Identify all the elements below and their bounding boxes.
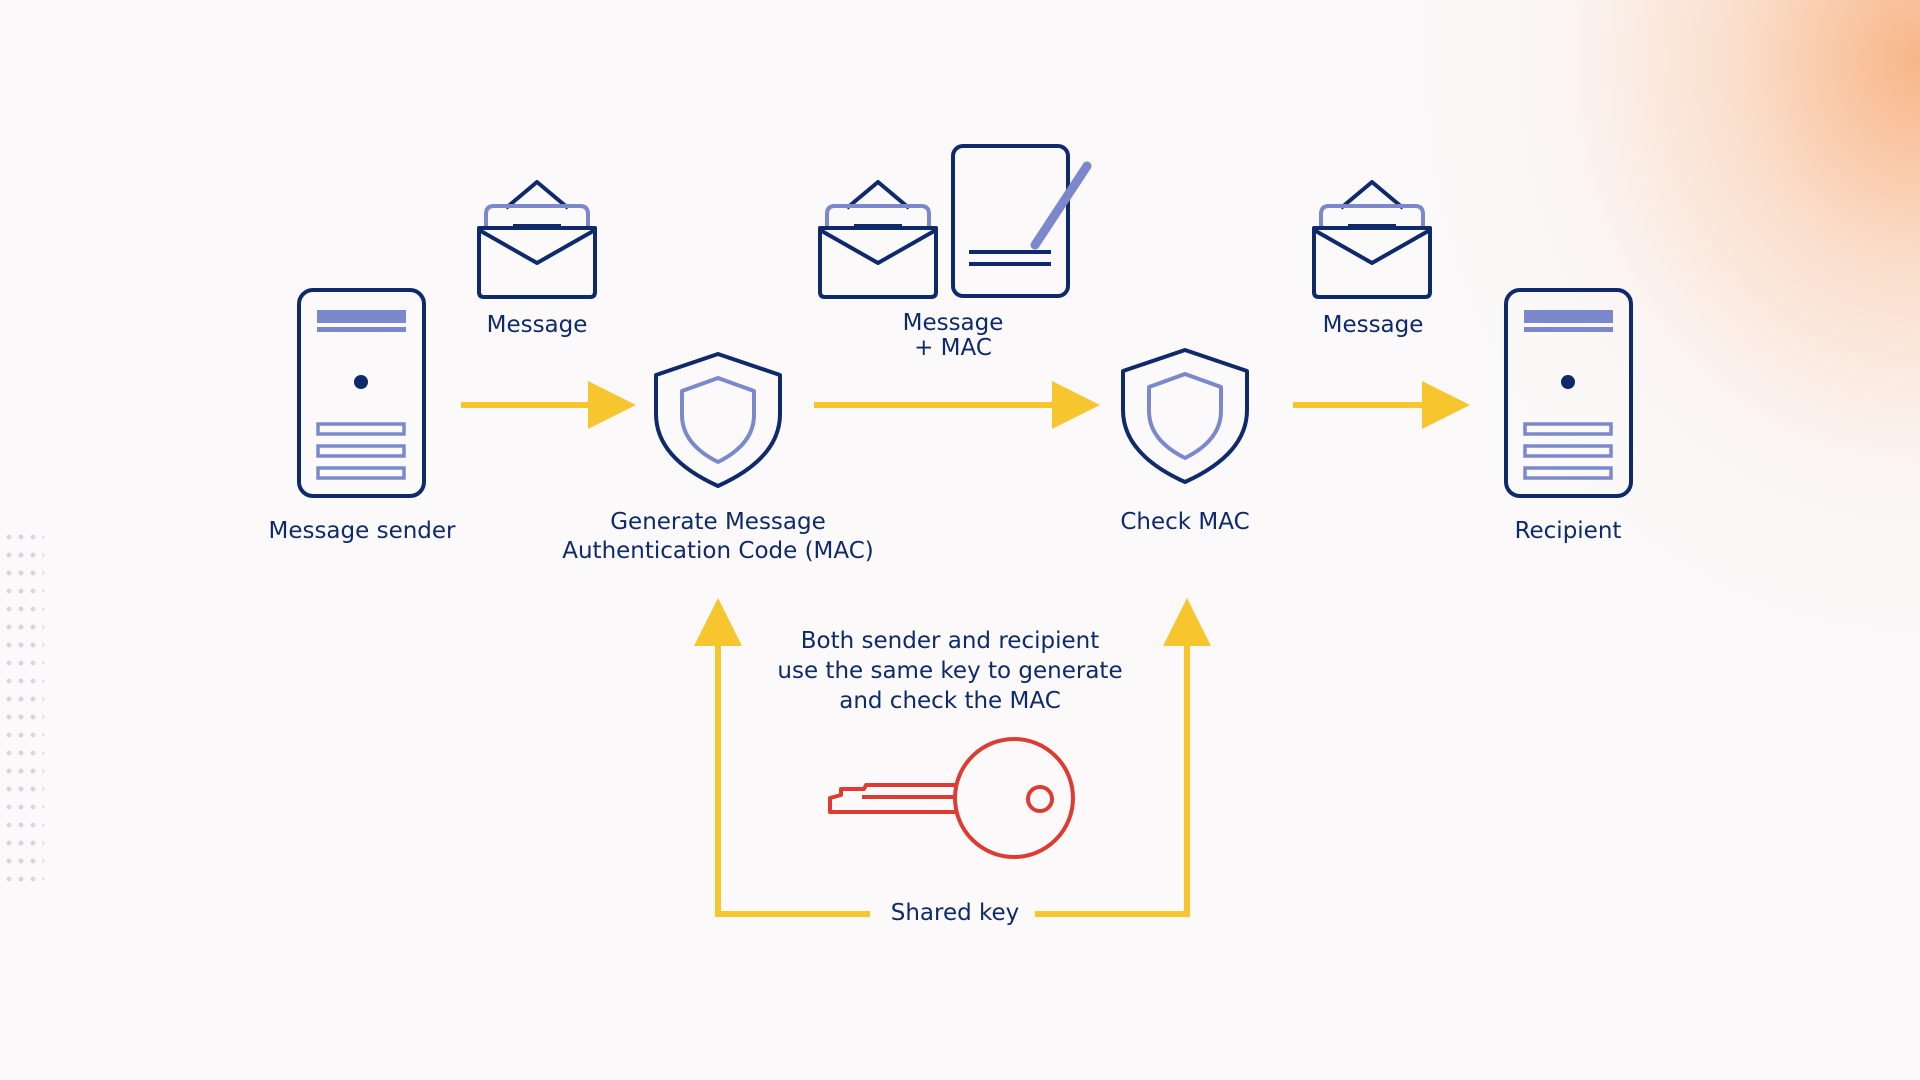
message-mac-label: Message + MAC	[903, 311, 1004, 361]
message-label: Message	[1322, 312, 1424, 338]
message-mac-label-line1: Message	[902, 310, 1004, 336]
envelope-icon	[477, 180, 597, 299]
shared-key-label: Shared key	[890, 900, 1020, 926]
envelope-icon	[1312, 180, 1432, 299]
shared-key-arrow-left	[694, 598, 870, 917]
generate-mac-label-line1: Generate Message	[610, 509, 826, 535]
shared-key-description-line2: use the same key to generate	[777, 658, 1123, 684]
generate-mac-label-line2: Authentication Code (MAC)	[562, 538, 874, 564]
check-mac-label: Check MAC	[1120, 509, 1250, 535]
shared-key-description: Both sender and recipient use the same k…	[777, 626, 1122, 716]
shared-key-description-line1: Both sender and recipient	[800, 628, 1100, 654]
shared-key-description-line3: and check the MAC	[839, 688, 1061, 714]
signed-document-icon	[951, 144, 1092, 298]
server-icon	[1504, 288, 1633, 498]
message-mac-label-line2: + MAC	[914, 335, 992, 361]
message-label: Message	[486, 312, 588, 338]
recipient-label: Recipient	[1514, 518, 1622, 544]
generate-mac-label: Generate Message Authentication Code (MA…	[562, 508, 874, 566]
dot-pattern	[0, 528, 44, 888]
envelope-icon	[818, 180, 938, 299]
sender-label: Message sender	[268, 518, 456, 544]
shared-key-arrow-right	[1035, 598, 1211, 917]
server-icon	[297, 288, 426, 498]
key-icon	[828, 737, 1075, 859]
shield-icon	[1121, 348, 1249, 484]
shield-icon	[654, 352, 782, 488]
